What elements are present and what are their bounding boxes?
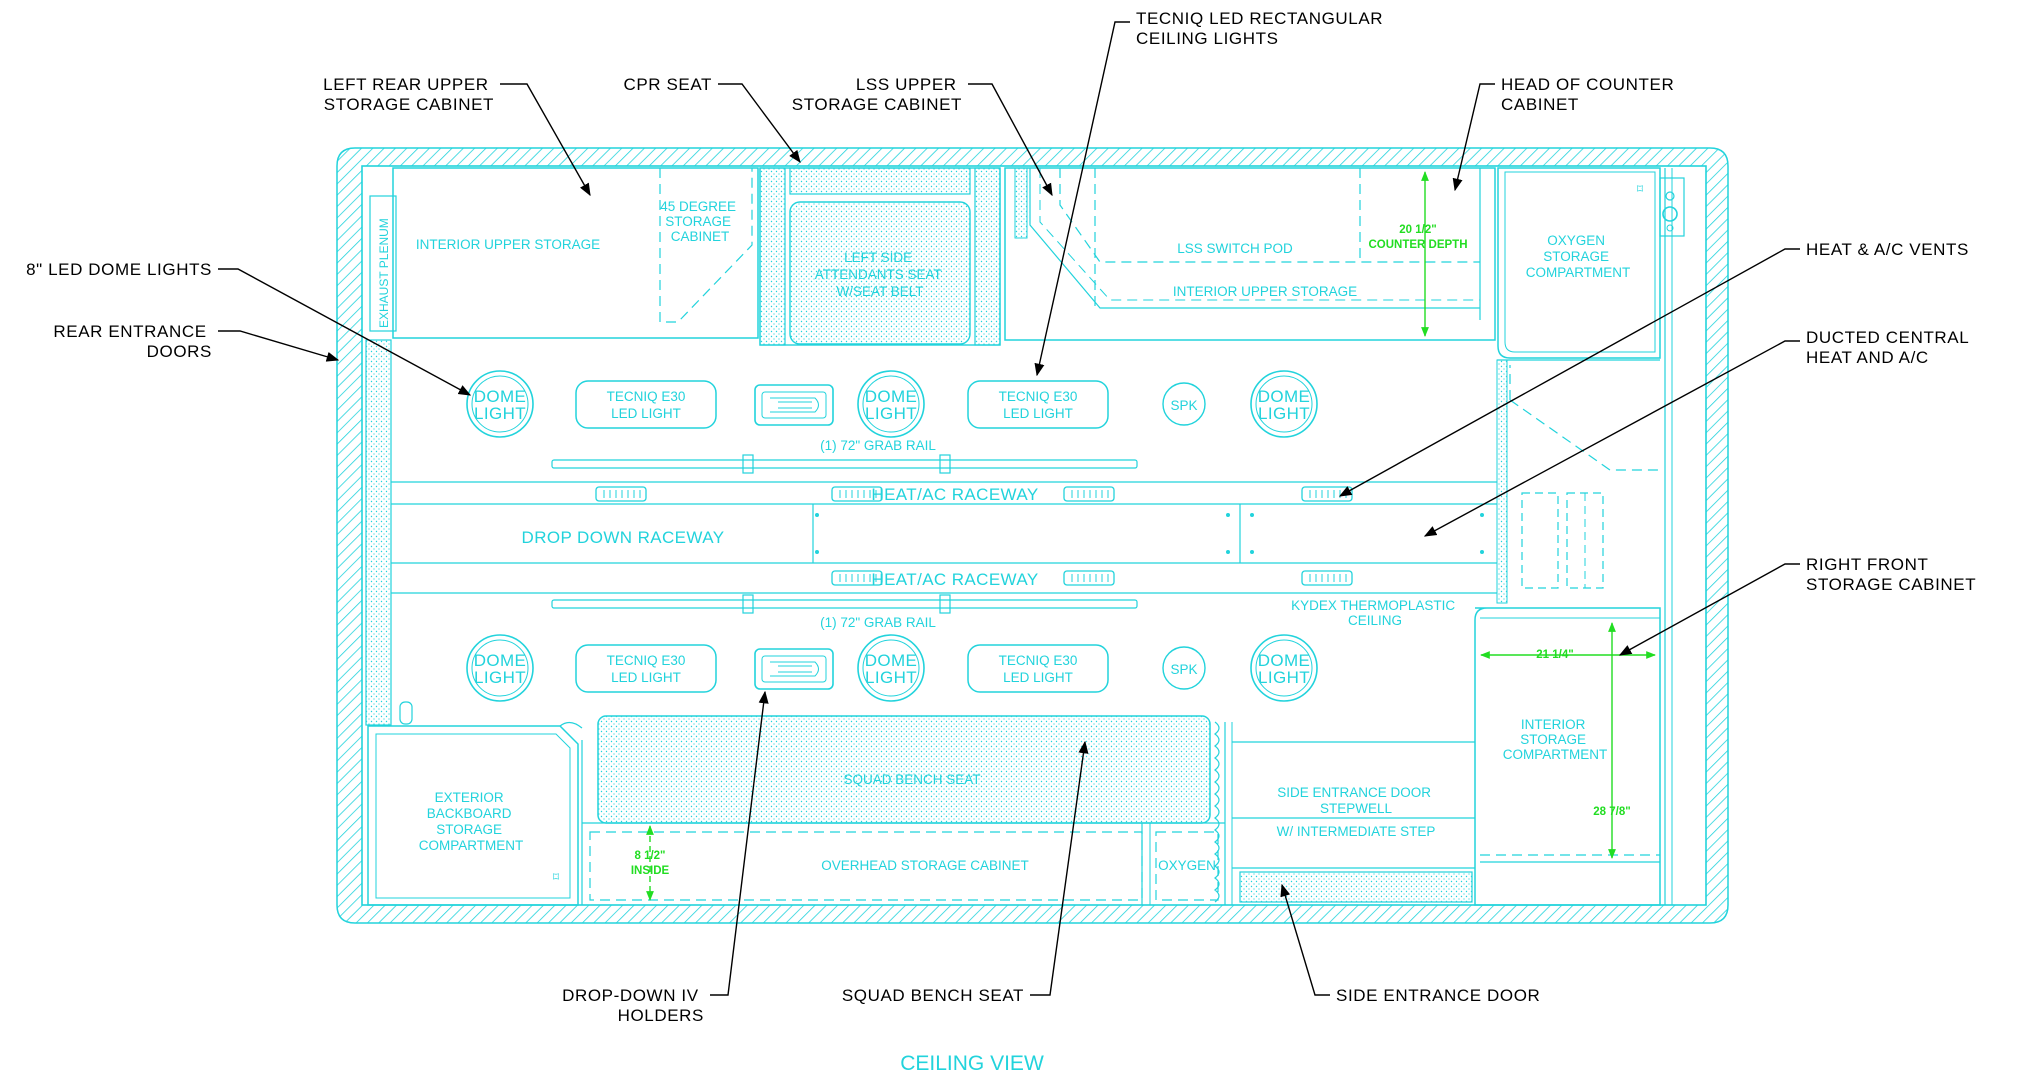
grab-rail-upper — [551, 454, 1138, 474]
oxygen-storage-label: OXYGEN STORAGE COMPARTMENT — [1526, 233, 1631, 280]
grab-rail-lower — [551, 594, 1138, 614]
deg45-cabinet-outline — [659, 168, 753, 323]
exhaust-plenum: EXHAUST PLENUM — [369, 195, 397, 332]
svg-text:SPK: SPK — [1170, 398, 1197, 413]
drop-down-raceway-label: DROP DOWN RACEWAY — [522, 528, 725, 547]
callout-right-front: RIGHT FRONT STORAGE CABINET — [1806, 555, 1976, 594]
left-side-seat-label: LEFT SIDE ATTENDANTS SEAT W/SEAT BELT — [815, 250, 946, 299]
left-rear-upper-cabinet — [392, 167, 759, 339]
grab-rail-upper-label: (1) 72" GRAB RAIL — [820, 438, 936, 453]
kydex-label: KYDEX THERMOPLASTIC CEILING — [1291, 598, 1459, 628]
callout-side-entrance-door: SIDE ENTRANCE DOOR — [1336, 986, 1540, 1005]
callout-leaders — [218, 21, 1800, 996]
callout-heat-ac-vents: HEAT & A/C VENTS — [1806, 240, 1969, 259]
callout-ducted-central: DUCTED CENTRAL HEAT AND A/C — [1806, 328, 1974, 367]
intermediate-step-label: W/ INTERMEDIATE STEP — [1277, 824, 1436, 839]
inside-depth-value: 8 1/2" — [634, 850, 665, 862]
callout-tecniq-ceiling: TECNIQ LED RECTANGULAR CEILING LIGHTS — [1136, 9, 1388, 48]
deg45-cabinet-label: 45 DEGREE STORAGE CABINET — [660, 199, 740, 244]
left-wall-strip — [365, 339, 392, 726]
callout-head-of-counter: HEAD OF COUNTER CABINET — [1501, 75, 1680, 114]
right-front-height-value: 28 7/8" — [1593, 806, 1630, 818]
grab-rail-lower-label: (1) 72" GRAB RAIL — [820, 615, 936, 630]
iv-holder-lower — [754, 648, 834, 690]
overhead-storage-label: OVERHEAD STORAGE CABINET — [821, 858, 1029, 873]
cpr-seat — [759, 167, 1001, 346]
compartment-latch-icon: ⌑ — [1637, 182, 1644, 196]
lss-upper-cabinet — [1004, 167, 1496, 341]
outer-wall — [336, 147, 1729, 924]
svg-text:SPK: SPK — [1170, 662, 1197, 677]
callout-cpr-seat: CPR SEAT — [623, 75, 712, 94]
speaker-upper: SPK — [1162, 382, 1206, 426]
callout-left-rear-upper: LEFT REAR UPPER STORAGE CABINET — [323, 75, 494, 114]
speaker-lower: SPK — [1162, 646, 1206, 690]
interior-upper-storage-right-label: INTERIOR UPPER STORAGE — [1173, 284, 1357, 299]
interior-storage-compartment-label: INTERIOR STORAGE COMPARTMENT — [1503, 717, 1608, 762]
backboard-latch-icon: ⌑ — [553, 870, 560, 884]
ceiling-view-caption: CEILING VIEW — [900, 1052, 1044, 1075]
iv-holder-upper — [754, 384, 834, 426]
lss-switch-pod-label: LSS SWITCH POD — [1177, 241, 1293, 256]
exterior-backboard-label: EXTERIOR BACKBOARD STORAGE COMPARTMENT — [419, 790, 524, 853]
squad-bench-seat — [597, 715, 1233, 905]
squad-bench-seat-label: SQUAD BENCH SEAT — [843, 772, 980, 787]
heat-ac-raceway-lower-label: HEAT/AC RACEWAY — [871, 570, 1038, 589]
oxygen-label: OXYGEN — [1158, 858, 1216, 873]
ceiling-bands — [391, 481, 1497, 594]
callout-squad-bench: SQUAD BENCH SEAT — [842, 986, 1024, 1005]
inside-depth-label: INSIDE — [631, 865, 670, 877]
heat-ac-raceway-upper-label: HEAT/AC RACEWAY — [871, 485, 1038, 504]
callout-rear-entrance: REAR ENTRANCE DOORS — [53, 322, 212, 361]
callout-drop-down-iv: DROP-DOWN IV HOLDERS — [562, 986, 704, 1025]
counter-depth-dimension: 20 1/2" COUNTER DEPTH — [1368, 171, 1468, 337]
right-middle-area — [1496, 359, 1660, 604]
oxygen-storage-compartment: ⌑ — [1497, 167, 1685, 905]
counter-depth-label: COUNTER DEPTH — [1368, 239, 1467, 251]
exhaust-plenum-label: EXHAUST PLENUM — [377, 218, 391, 328]
side-entrance-stepwell-label: SIDE ENTRANCE DOOR STEPWELL — [1277, 785, 1435, 816]
counter-depth-value: 20 1/2" — [1399, 224, 1436, 236]
callout-lss-upper: LSS UPPER STORAGE CABINET — [792, 75, 962, 114]
interior-upper-storage-left-label: INTERIOR UPPER STORAGE — [416, 237, 600, 252]
overhead-storage-cabinet — [582, 822, 1225, 905]
right-front-width-value: 21 1/4" — [1536, 649, 1573, 661]
callout-dome-lights: 8" LED DOME LIGHTS — [26, 260, 212, 279]
side-entrance-stepwell — [1232, 741, 1475, 903]
right-front-storage-cabinet — [1474, 607, 1661, 906]
heat-ac-vents — [595, 486, 1353, 586]
